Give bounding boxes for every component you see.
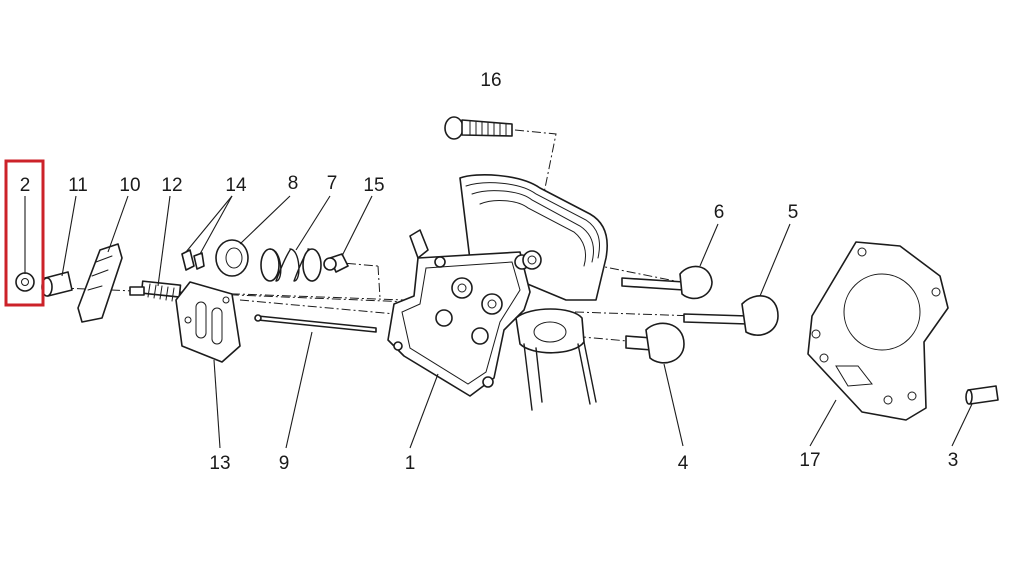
callout-4: 4 [678,453,689,474]
leader-lines [24,195,973,449]
part-2-nut [15,272,35,292]
callout-3: 3 [948,450,959,471]
callout-17: 17 [799,450,820,471]
part-7-valve-spring [260,248,322,282]
part-4-valve-guide [625,322,685,364]
part-15-stem-seal [323,253,349,273]
callout-5: 5 [788,202,799,223]
part-10-rocker-arm [77,243,123,323]
callout-15: 15 [363,175,384,196]
part-12-stud [129,280,182,302]
callout-11: 11 [68,175,88,196]
part-1-cylinder-head [387,174,608,411]
part-9-push-rod [254,314,377,333]
callout-7: 7 [327,173,338,194]
part-14-cotters [181,249,205,271]
part-11-pivot [41,271,73,297]
callout-14: 14 [225,175,247,196]
callout-16: 16 [480,70,501,91]
callout-12: 12 [161,175,182,196]
part-8-retainer [215,239,249,277]
part-3-dowel-pin [965,385,999,405]
part-5-valve [683,295,779,336]
callout-13: 13 [209,453,230,474]
callout-6: 6 [714,202,725,223]
callout-8: 8 [288,173,299,194]
callout-9: 9 [279,453,290,474]
highlight-box-part-2 [4,159,45,307]
callout-1: 1 [405,453,416,474]
part-6-valve [621,265,713,300]
part-13-guide-plate [175,281,241,363]
callout-labels: 2 11 10 12 14 8 7 15 16 6 5 13 9 1 4 17 … [20,70,959,474]
part-16-head-bolt [444,116,513,140]
part-17-head-gasket [807,241,949,421]
callout-10: 10 [119,175,140,196]
callout-2: 2 [20,175,31,196]
